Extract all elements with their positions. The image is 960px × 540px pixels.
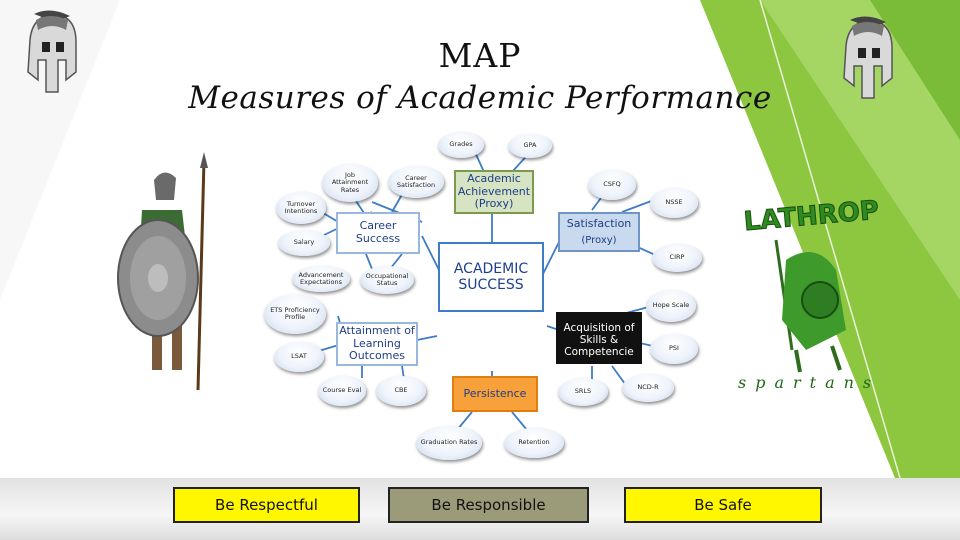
attainment-box: Attainment of Learning Outcomes — [336, 322, 418, 366]
graduation-rates-pill: Graduation Rates — [416, 426, 482, 460]
srls-pill: SRLS — [558, 378, 608, 406]
svg-text:LATHROP: LATHROP — [743, 196, 880, 238]
spartan-warrior-image — [117, 152, 208, 391]
slide-subtitle: Measures of Academic Performance — [188, 80, 772, 116]
be-safe-box: Be Safe — [624, 487, 822, 523]
academic-success-box: ACADEMIC SUCCESS — [438, 242, 544, 312]
advancement-pill: Advancement Expectations — [292, 266, 350, 292]
psi-pill: PSI — [650, 334, 698, 364]
be-responsible-box: Be Responsible — [388, 487, 589, 523]
academic-achievement-box: Academic Achievement (Proxy) — [454, 170, 534, 214]
nsse-pill: NSSE — [650, 188, 698, 218]
retention-pill: Retention — [504, 428, 564, 458]
slide-title: MAP — [438, 36, 522, 75]
satisfaction-label: Satisfaction — [566, 216, 632, 230]
ets-pill: ETS Proficiency Profile — [264, 294, 326, 334]
hope-scale-pill: Hope Scale — [646, 290, 696, 322]
satisfaction-box: Satisfaction (Proxy) — [558, 212, 640, 252]
academic-success-diagram: ACADEMIC SUCCESS Academic Achievement (P… — [262, 126, 722, 462]
career-success-box: Career Success — [336, 212, 420, 254]
acquisition-box: Acquisition of Skills & Competencie — [556, 312, 642, 364]
persistence-box: Persistence — [452, 376, 538, 412]
svg-text:spartans: spartans — [738, 373, 880, 392]
spartan-helmet-icon — [27, 10, 77, 93]
salary-pill: Salary — [278, 230, 330, 256]
turnover-pill: Turnover Intentions — [276, 192, 326, 224]
gpa-pill: GPA — [508, 134, 552, 158]
career-satisfaction-pill: Career Satisfaction — [388, 166, 444, 198]
job-attainment-pill: Job Attainment Rates — [322, 164, 378, 202]
be-respectful-box: Be Respectful — [173, 487, 360, 523]
occupational-pill: Occupational Status — [360, 266, 414, 294]
cirp-pill: CIRP — [652, 244, 702, 272]
satisfaction-proxy-label: (Proxy) — [581, 234, 617, 246]
spartan-helmet-icon — [843, 16, 893, 99]
lathrop-spartans-logo: LATHROP spartans — [738, 195, 881, 392]
lsat-pill: LSAT — [274, 342, 324, 372]
csfq-pill: CSFQ — [588, 170, 636, 200]
course-eval-pill: Course Eval — [318, 376, 366, 406]
ncdr-pill: NCD-R — [622, 374, 674, 402]
grades-pill: Grades — [438, 132, 484, 158]
cbe-pill: CBE — [376, 376, 426, 406]
